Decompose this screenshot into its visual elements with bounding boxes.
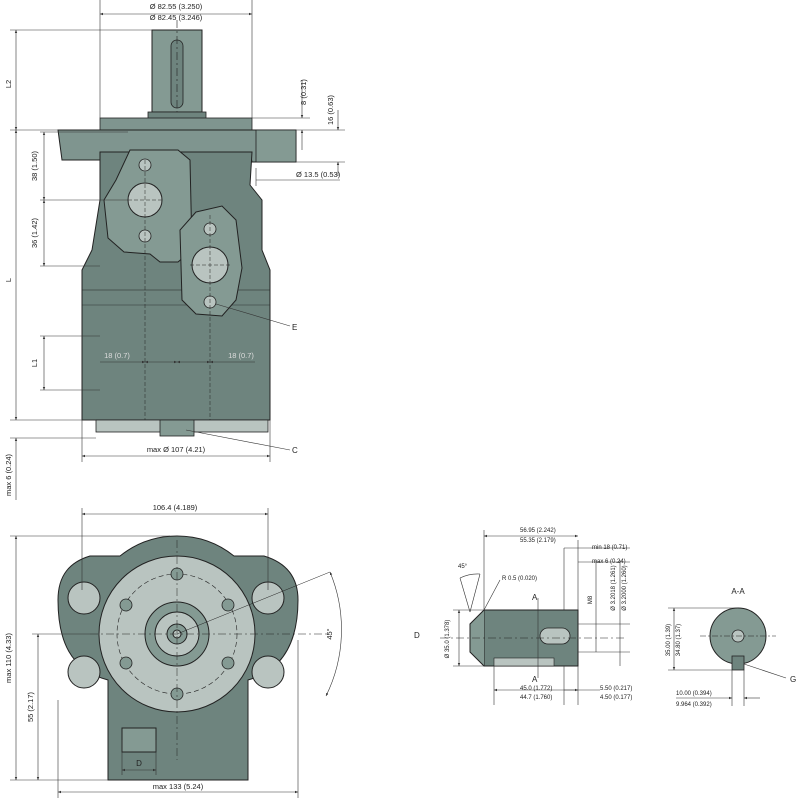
dim-max133: max 133 (5.24): [153, 782, 204, 791]
dim-max6: max 6 (0.24): [4, 453, 13, 496]
dim-45-0: 45.0 (1.772): [520, 686, 552, 692]
dim-angle45: 45°: [325, 628, 334, 639]
dim-l2: L2: [4, 80, 13, 88]
dim-38: 38 (1.50): [30, 150, 39, 181]
dim-44-7: 44.7 (1.760): [520, 695, 552, 701]
dim-56-95: 56.95 (2.242): [520, 528, 556, 534]
label-e: E: [292, 323, 297, 332]
label-d-shaft: D: [414, 631, 420, 640]
dim-l: L: [4, 278, 13, 282]
label-a-top: A: [532, 593, 538, 602]
shaft-view: 56.95 (2.242) 55.35 (2.179) min 18 (0.71…: [414, 528, 632, 705]
top-view: Ø 82.55 (3.250) Ø 82.45 (3.246) L2 L max…: [4, 0, 345, 500]
section-title: A-A: [731, 587, 745, 596]
dim-max6-shaft: max 6 (0.24): [592, 559, 626, 565]
dim-106-4: 106.4 (4.189): [153, 503, 198, 512]
dim-min18: min 18 (0.71): [592, 545, 627, 551]
dim-55-35: 55.35 (2.179): [520, 538, 556, 544]
section-view: A-A 35.00 (1.39) 34.80 (1.37) 10.00 (0.3…: [666, 587, 796, 708]
dim-dia320: Ø 3.2000 (1.260): [622, 565, 628, 610]
front-view: 106.4 (4.189) max 110 (4.33) 55 (2.17) 4…: [4, 503, 342, 798]
dim-16: 16 (0.63): [326, 94, 335, 125]
label-c: C: [292, 446, 298, 455]
dim-dia-outer-2: Ø 82.45 (3.246): [150, 13, 203, 22]
dim-8: 8 (0.31): [299, 79, 308, 105]
dim-l1: L1: [30, 359, 39, 367]
section-key: [731, 655, 745, 671]
top-plate: [99, 117, 253, 131]
dim-36: 36 (1.42): [30, 217, 39, 248]
dim-4-50: 4.50 (0.177): [600, 695, 632, 701]
dim-135: Ø 13.5 (0.53): [296, 170, 341, 179]
dim-m8: M8: [588, 595, 594, 604]
dim-max107: max Ø 107 (4.21): [147, 445, 206, 454]
dim-18-left: 18 (0.7): [104, 351, 130, 360]
dim-55: 55 (2.17): [26, 691, 35, 722]
dim-35-00: 35.00 (1.39): [666, 624, 672, 656]
dim-max110: max 110 (4.33): [4, 633, 13, 683]
dim-34-80: 34.80 (1.37): [676, 624, 682, 656]
label-a-bottom: A: [532, 675, 538, 684]
dim-angle45-shaft: 45°: [458, 564, 468, 570]
dim-9-964: 9.964 (0.392): [676, 702, 712, 708]
dim-dia-outer-1: Ø 82.55 (3.250): [150, 2, 203, 11]
dim-10-00: 10.00 (0.394): [676, 691, 712, 697]
label-d-front: D: [136, 759, 142, 768]
dim-dia318: Ø 3.2018 (1.261): [611, 565, 617, 610]
dim-18-right: 18 (0.7): [228, 351, 254, 360]
dim-r05: R 0.5 (0.020): [502, 576, 537, 582]
dim-5-50: 5.50 (0.217): [600, 686, 632, 692]
dim-dia35: Ø 35.0 (1.378): [445, 620, 451, 659]
label-g: G: [790, 675, 796, 684]
